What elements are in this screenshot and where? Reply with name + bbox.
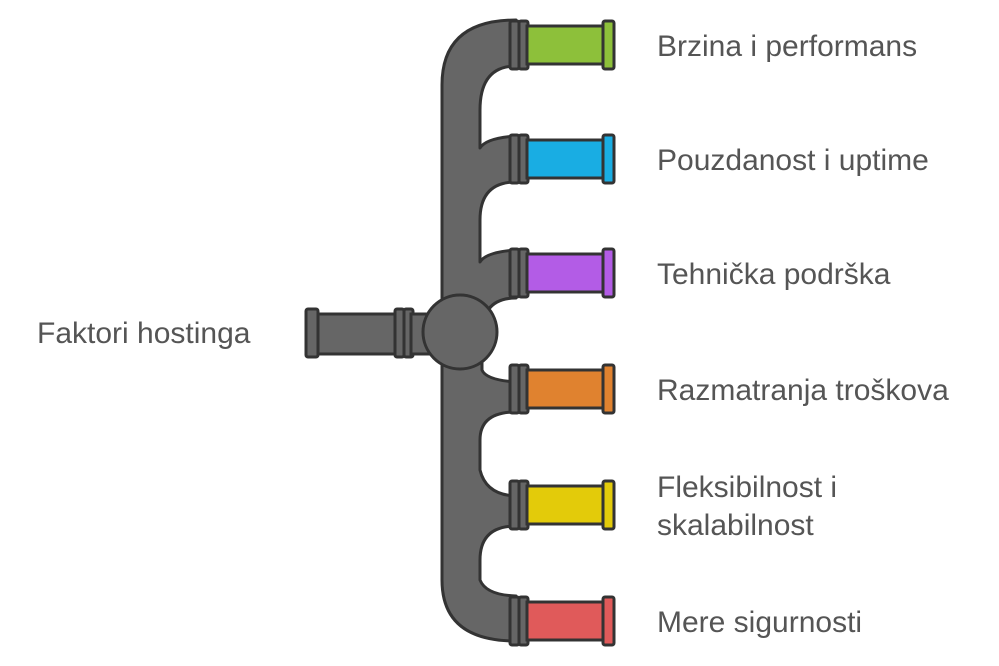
- output-branch-2: [508, 133, 616, 185]
- colored-pipe: [525, 138, 609, 180]
- output-label-6: Mere sigurnosti: [657, 606, 862, 639]
- output-branch-1: [508, 19, 616, 71]
- output-label-5: Fleksibilnost i skalabilnost: [657, 471, 837, 542]
- source-label: Faktori hostinga: [37, 317, 251, 350]
- output-branch-4: [508, 363, 616, 415]
- pipe-end-cap: [601, 19, 616, 71]
- output-branch-6: [508, 595, 616, 647]
- output-label-line: Fleksibilnost i: [657, 471, 837, 504]
- pipe-end-cap: [601, 363, 616, 415]
- output-label-3: Tehnička podrška: [657, 258, 891, 291]
- output-label-line: Pouzdanost i uptime: [657, 144, 929, 177]
- output-label-line: skalabilnost: [657, 509, 814, 542]
- output-branch-3: [508, 247, 616, 299]
- output-label-1: Brzina i performans: [657, 30, 917, 63]
- input-pipe: [304, 307, 433, 359]
- output-label-2: Pouzdanost i uptime: [657, 144, 929, 177]
- colored-pipe: [525, 252, 609, 294]
- source-label-text: Faktori hostinga: [37, 317, 251, 350]
- pipe-network: [304, 18, 616, 647]
- hub-joint: [421, 293, 499, 371]
- pipe-end-cap: [601, 479, 616, 531]
- colored-pipe: [525, 368, 609, 410]
- output-branch-5: [508, 479, 616, 531]
- pipe-end-cap: [601, 247, 616, 299]
- output-label-line: Brzina i performans: [657, 30, 917, 63]
- colored-pipe: [525, 484, 609, 526]
- pipe-end-cap: [601, 595, 616, 647]
- colored-pipe: [525, 24, 609, 66]
- output-label-line: Mere sigurnosti: [657, 606, 862, 639]
- output-label-line: Razmatranja troškova: [657, 374, 949, 407]
- colored-pipe: [525, 600, 609, 642]
- pipe-end-cap: [601, 133, 616, 185]
- output-label-4: Razmatranja troškova: [657, 374, 949, 407]
- output-label-line: Tehnička podrška: [657, 258, 891, 291]
